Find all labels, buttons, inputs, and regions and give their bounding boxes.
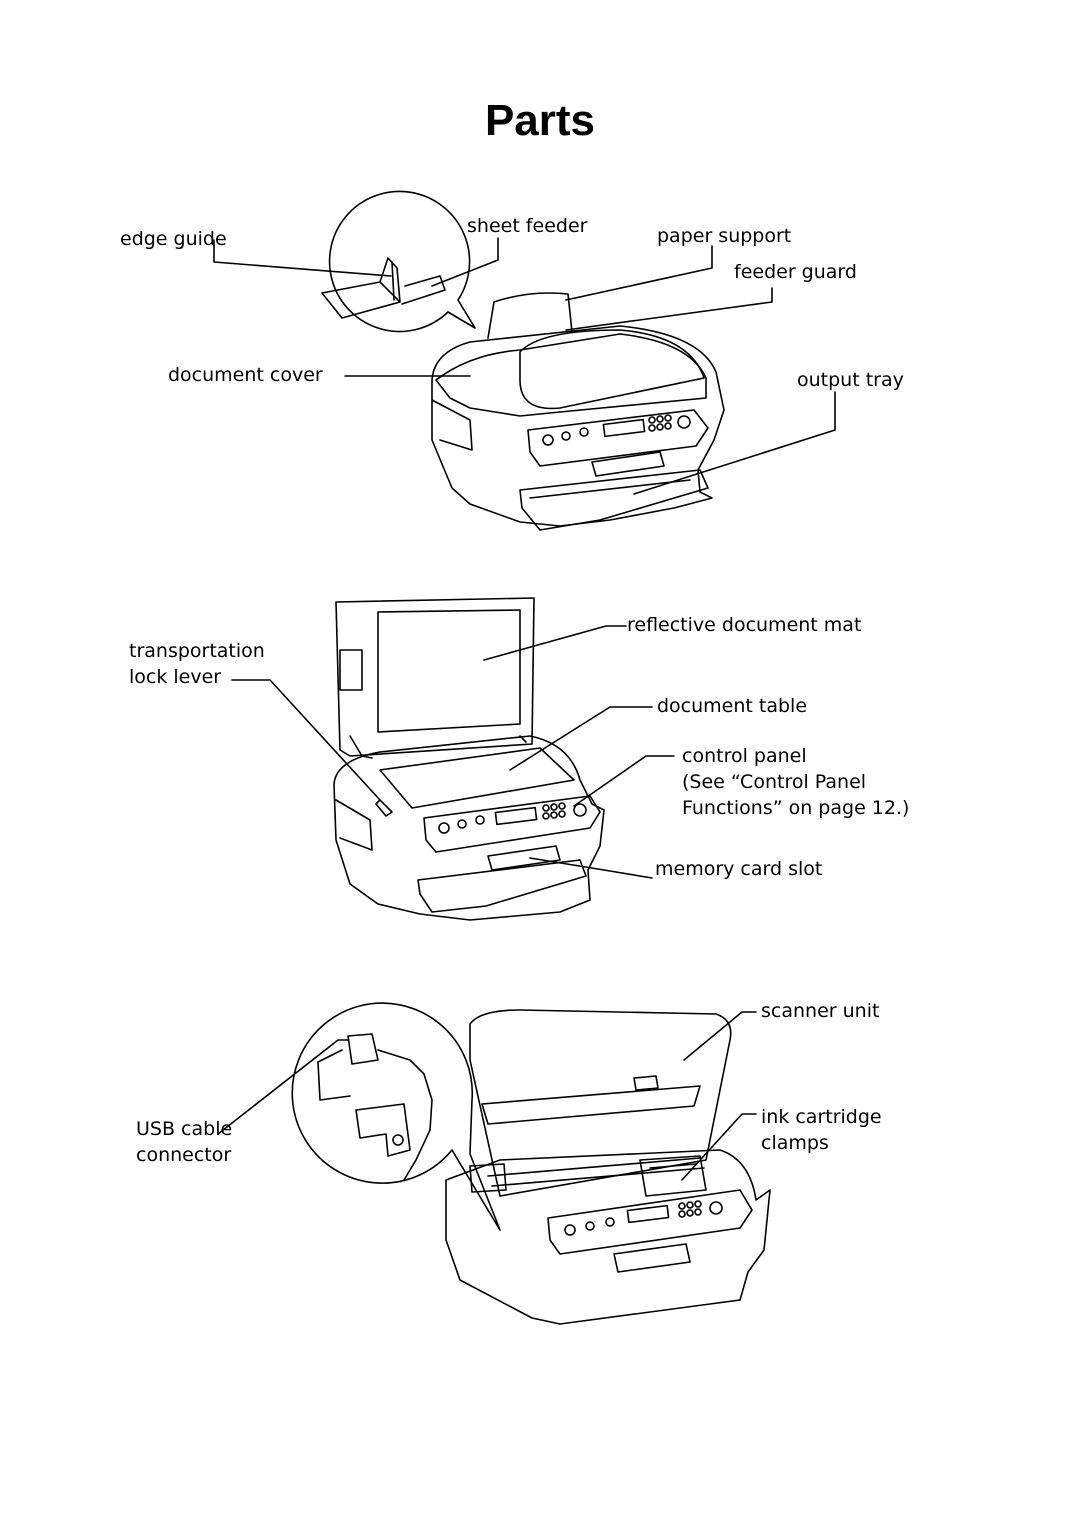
ink-cartridge-clamps-leader [682,1114,756,1180]
usb-cable-connector-leader [218,1040,348,1134]
document-table-leader [510,707,652,770]
label-scanner-unit: scanner unit [761,1000,880,1022]
label-usb-cable: USB cable [136,1118,233,1140]
memory-card-slot [488,846,560,870]
lid-window [482,1086,700,1124]
usb-port-detail [318,1034,378,1100]
label-control-panel-see: (See “Control Panel [682,771,867,793]
label-lock-lever: lock lever [129,666,222,688]
label-connector: connector [136,1144,232,1166]
carriage-rail [488,1158,704,1186]
output-tray [418,860,586,912]
label-control-panel: control panel [682,745,807,767]
lid-latch [634,1076,658,1090]
side-panel [432,400,472,450]
sheet-feeder-slot [592,452,664,476]
document-table-glass [380,748,574,808]
label-clamps: clamps [761,1132,829,1154]
usb-housing-detail [356,1104,410,1156]
memory-card-slot-leader [530,858,652,878]
scanner-unit-lid [470,1010,731,1196]
panel-buttons [565,1201,722,1235]
label-document-cover: document cover [168,364,323,386]
label-output-tray: output tray [797,369,904,391]
label-control-panel-page: Functions” on page 12.) [682,797,910,819]
usb-zoom-circle [292,1003,500,1230]
side-panel [336,800,372,850]
reflective-document-mat [378,610,520,732]
carriage-block [470,1164,506,1192]
label-edge-guide: edge guide [120,228,227,250]
printer-body [446,1150,770,1324]
edge-guide-leader [214,240,391,276]
control-panel-leader [574,756,674,806]
control-panel [548,1190,752,1254]
scanner-unit-leader [684,1012,756,1060]
usb-cable-detail [378,1050,432,1180]
label-reflective-document-mat: reflective document mat [627,614,862,636]
printer-body [432,326,724,526]
printer-open-illustration [0,0,1080,960]
paper-support [488,293,572,338]
label-sheet-feeder: sheet feeder [467,215,588,237]
label-memory-card-slot: memory card slot [655,858,823,880]
cover-dome [520,330,704,408]
page-title: Parts [484,96,596,145]
usb-screw [393,1135,403,1145]
sheet-feeder-leader [432,238,498,286]
lcd-display [603,420,644,437]
open-document-cover [336,598,534,756]
label-transportation: transportation [129,640,265,662]
output-tray [520,470,708,530]
mat-clip [340,650,362,690]
panel-buttons [543,415,690,445]
transportation-lock-lever [376,800,392,816]
control-panel [424,796,600,852]
paper-support-leader [566,246,712,300]
output-slot [614,1244,690,1272]
document-cover [436,334,706,416]
ink-cartridge-clamps [640,1156,706,1196]
scanner-base [334,736,604,920]
edge-guide-detail [322,258,445,318]
panel-buttons [439,803,586,833]
feeder-guard-leader [566,288,772,330]
label-feeder-guard: feeder guard [734,261,857,283]
transportation-lock-lever-leader [232,680,380,800]
reflective-document-mat-leader [484,626,626,660]
label-paper-support: paper support [657,225,792,247]
label-ink-cartridge: ink cartridge [761,1106,882,1128]
lcd-display [627,1206,668,1223]
lcd-display [495,808,536,825]
edge-guide-zoom-circle [330,191,475,331]
label-document-table: document table [657,695,808,717]
control-panel [528,410,708,466]
printer-closed-illustration [0,0,1080,560]
